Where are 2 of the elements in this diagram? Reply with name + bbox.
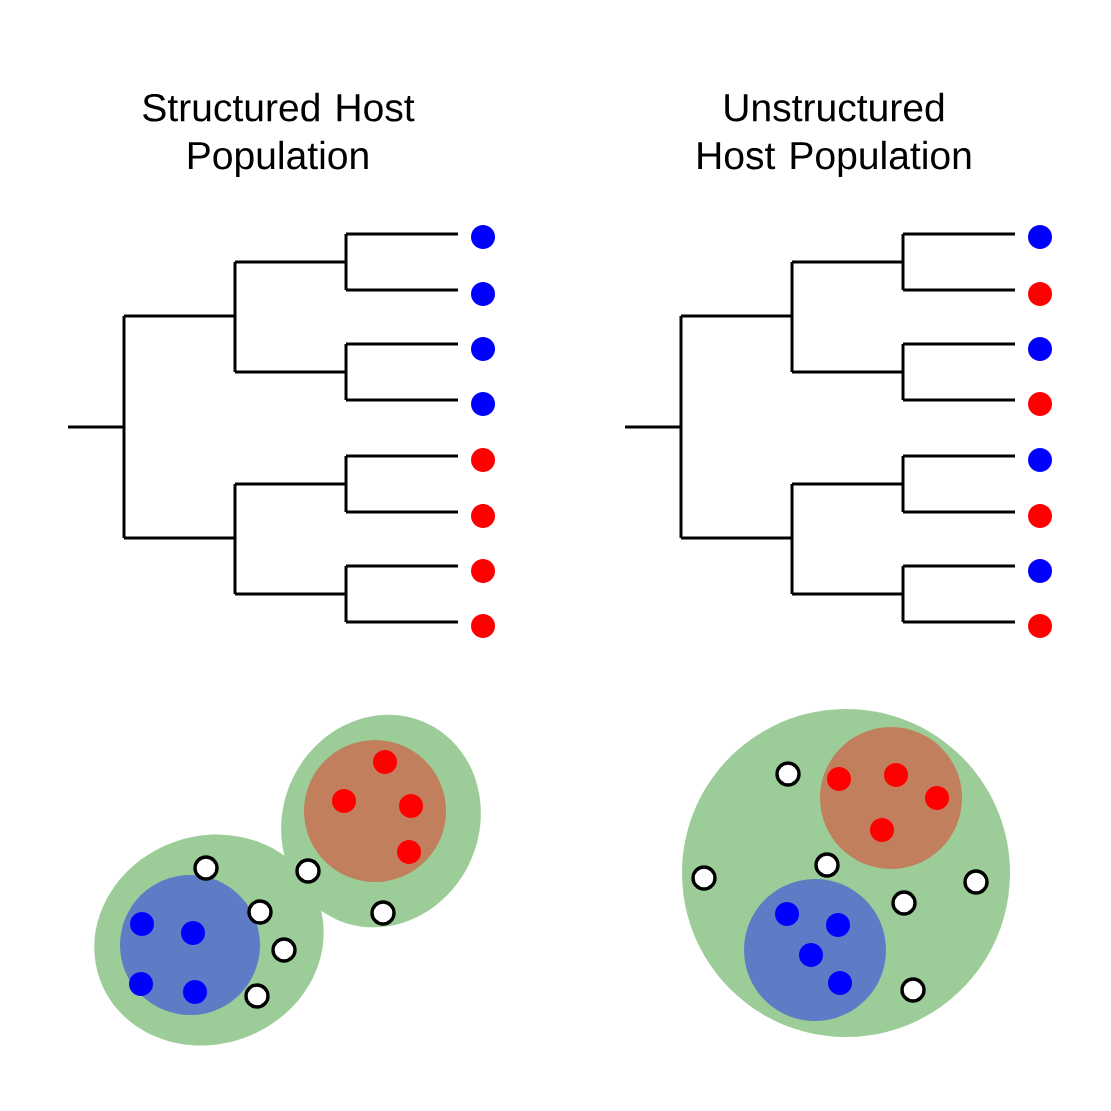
title: Unstructured Host Population (698, 92, 971, 178)
title: Structured Host Population (143, 92, 415, 178)
